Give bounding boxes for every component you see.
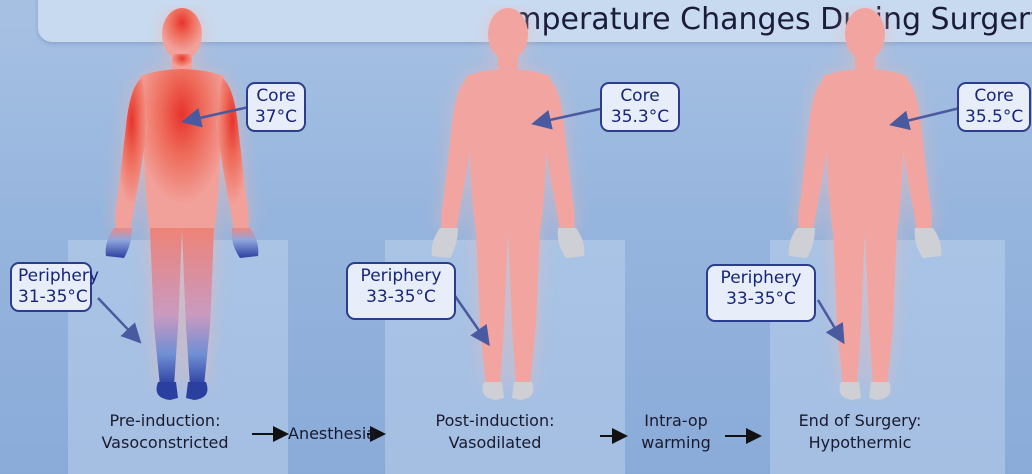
periphery-label-text: Periphery bbox=[18, 266, 84, 287]
core-label-text: Core bbox=[965, 86, 1023, 107]
stage-caption-post-induction: Post-induction: Vasodilated bbox=[400, 410, 590, 454]
stage-caption-end-of-surgery: End of Surgery: Hypothermic bbox=[770, 410, 950, 454]
transition-anesthesia: Anesthesia bbox=[288, 423, 368, 445]
core-temp-value: 35.5°C bbox=[965, 107, 1023, 128]
core-pointer-1 bbox=[186, 107, 249, 121]
transition-intra-op-warming: Intra-op warming bbox=[630, 410, 722, 454]
periphery-temp-value: 31-35°C bbox=[18, 287, 84, 308]
stage-caption-line1: Post-induction: bbox=[400, 410, 590, 432]
core-pointer-2 bbox=[536, 109, 600, 123]
core-temp-label: Core 37°C bbox=[246, 82, 306, 132]
stage-caption-line2: Vasodilated bbox=[400, 432, 590, 454]
transition-label-line2: warming bbox=[630, 432, 722, 454]
core-label-text: Core bbox=[254, 86, 298, 107]
periphery-temp-label: Periphery 31-35°C bbox=[10, 262, 92, 312]
periphery-label-text: Periphery bbox=[714, 268, 808, 289]
stage-caption-pre-induction: Pre-induction: Vasoconstricted bbox=[70, 410, 260, 454]
periphery-label-text: Periphery bbox=[354, 266, 448, 287]
stage-caption-line2: Vasoconstricted bbox=[70, 432, 260, 454]
core-temp-value: 37°C bbox=[254, 107, 298, 128]
periphery-temp-value: 33-35°C bbox=[714, 289, 808, 310]
core-label-text: Core bbox=[608, 86, 672, 107]
stage-caption-line1: Pre-induction: bbox=[70, 410, 260, 432]
core-pointer-3 bbox=[894, 108, 960, 124]
periphery-pointer-3 bbox=[818, 300, 842, 340]
transition-label: Anesthesia bbox=[288, 423, 368, 445]
stage-caption-line1: End of Surgery: bbox=[770, 410, 950, 432]
periphery-temp-value: 33-35°C bbox=[354, 287, 448, 308]
periphery-pointer-2 bbox=[455, 296, 487, 342]
stage-caption-line2: Hypothermic bbox=[770, 432, 950, 454]
periphery-temp-label: Periphery 33-35°C bbox=[346, 262, 456, 320]
periphery-pointer-1 bbox=[98, 298, 138, 340]
core-temp-value: 35.3°C bbox=[608, 107, 672, 128]
periphery-temp-label: Periphery 33-35°C bbox=[706, 264, 816, 322]
core-temp-label: Core 35.3°C bbox=[600, 82, 680, 132]
core-temp-label: Core 35.5°C bbox=[957, 82, 1031, 132]
transition-label-line1: Intra-op bbox=[630, 410, 722, 432]
